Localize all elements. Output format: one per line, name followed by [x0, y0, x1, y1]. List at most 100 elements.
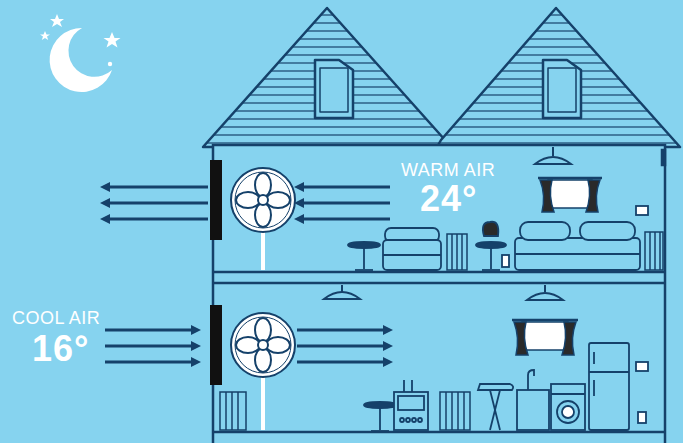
fans-part [255, 318, 271, 342]
downstairs-furniture [364, 343, 648, 431]
ceiling-lamps [324, 147, 571, 300]
radiators-part [440, 392, 470, 430]
upstairs-furniture-part [483, 222, 498, 236]
fans-part [236, 192, 260, 208]
upstairs-furniture-part [636, 206, 648, 215]
fans-part [255, 173, 271, 197]
downstairs-furniture-part [557, 401, 579, 423]
radiators-part [451, 392, 453, 430]
upstairs-furniture-part [502, 255, 509, 267]
roof-part [548, 68, 576, 112]
downstairs-furniture-part [589, 343, 629, 430]
fans-part [231, 313, 295, 377]
fans-part [236, 337, 260, 353]
roof [203, 8, 680, 147]
air-arrows-part [108, 202, 208, 205]
curtained-windows-part [586, 180, 600, 212]
downstairs-furniture-part [364, 402, 396, 408]
downstairs-furniture-part [636, 362, 648, 371]
radiators-part [237, 392, 239, 430]
roof-part [320, 68, 348, 112]
downstairs-furniture-part [418, 418, 422, 422]
downstairs-furniture-part [562, 406, 574, 418]
downstairs-furniture-part [394, 392, 428, 430]
air-arrows-part [100, 182, 110, 192]
house-walls-part [213, 282, 665, 285]
air-arrows-part [302, 202, 390, 205]
downstairs-furniture-part [593, 352, 595, 364]
upstairs-furniture-part [355, 269, 373, 271]
air-arrows-part [105, 345, 193, 348]
downstairs-furniture-part [403, 380, 405, 392]
air-arrows-part [383, 341, 393, 351]
night-sky-part [40, 31, 50, 40]
curtained-windows-part [538, 177, 602, 180]
downstairs-furniture-part [406, 418, 410, 422]
ceiling-lamps-part [544, 285, 546, 292]
air-arrows-part [302, 218, 390, 221]
fans-part [261, 232, 265, 270]
house-walls-part [213, 145, 665, 443]
upstairs-furniture-part [348, 242, 380, 248]
radiators-part [445, 392, 447, 430]
fans-part [255, 203, 271, 227]
air-arrows-part [100, 198, 110, 208]
downstairs-furniture-part [517, 390, 549, 430]
night-sky-part [108, 62, 112, 66]
upstairs-furniture-part [520, 222, 570, 240]
roof-part [543, 60, 581, 118]
radiators-part [659, 232, 661, 270]
fans-part [231, 168, 295, 232]
downstairs-furniture-part [379, 408, 381, 430]
night-sky-part [104, 32, 121, 48]
radiators-part [645, 232, 663, 270]
radiators-part [220, 392, 246, 430]
radiators-part [456, 234, 458, 270]
upstairs-furniture-part [363, 248, 365, 269]
radiators-part [447, 234, 467, 270]
curtained-windows-part [514, 322, 528, 355]
open-windows-part [210, 305, 222, 385]
curtained-windows-part [540, 180, 554, 212]
house-walls-part [213, 431, 665, 434]
downstairs-furniture-part [589, 371, 629, 373]
downstairs-furniture-part [593, 380, 595, 396]
downstairs-furniture-part [412, 418, 416, 422]
radiators-part [461, 234, 463, 270]
radiators-part [463, 392, 465, 430]
open-windows [210, 160, 222, 385]
radiators [220, 232, 663, 430]
radiators-part [231, 392, 233, 430]
downstairs-furniture-part [490, 390, 500, 430]
air-arrows-part [108, 186, 208, 189]
curtained-windows-part [562, 322, 576, 355]
downstairs-furniture-part [400, 418, 404, 422]
radiators-part [225, 392, 227, 430]
upstairs-furniture-part [383, 254, 441, 256]
ceiling-lamps-part [527, 293, 563, 300]
fans-part [235, 317, 291, 373]
downstairs-furniture-part [411, 380, 413, 392]
curtained-windows-part [548, 180, 592, 208]
roof-part [315, 60, 353, 118]
air-arrows-part [105, 329, 193, 332]
ceiling-lamps-part [341, 285, 343, 292]
air-arrows-part [191, 341, 201, 351]
radiators-part [451, 234, 453, 270]
air-arrows-part [302, 186, 390, 189]
downstairs-furniture-part [638, 412, 646, 423]
downstairs-furniture-part [398, 396, 424, 410]
air-arrows-part [297, 361, 385, 364]
ceiling-lamps-part [552, 147, 554, 156]
house-walls [213, 145, 665, 443]
upstairs-furniture [348, 206, 648, 270]
air-arrows-part [100, 214, 110, 224]
fans-part [258, 195, 268, 205]
temperature-value: 24° [420, 181, 477, 217]
air-label: WARM AIR [401, 161, 495, 179]
air-arrows-part [294, 214, 304, 224]
upstairs-furniture-part [515, 238, 640, 270]
curtained-windows-part [512, 319, 578, 322]
downstairs-furniture-part [551, 384, 585, 430]
